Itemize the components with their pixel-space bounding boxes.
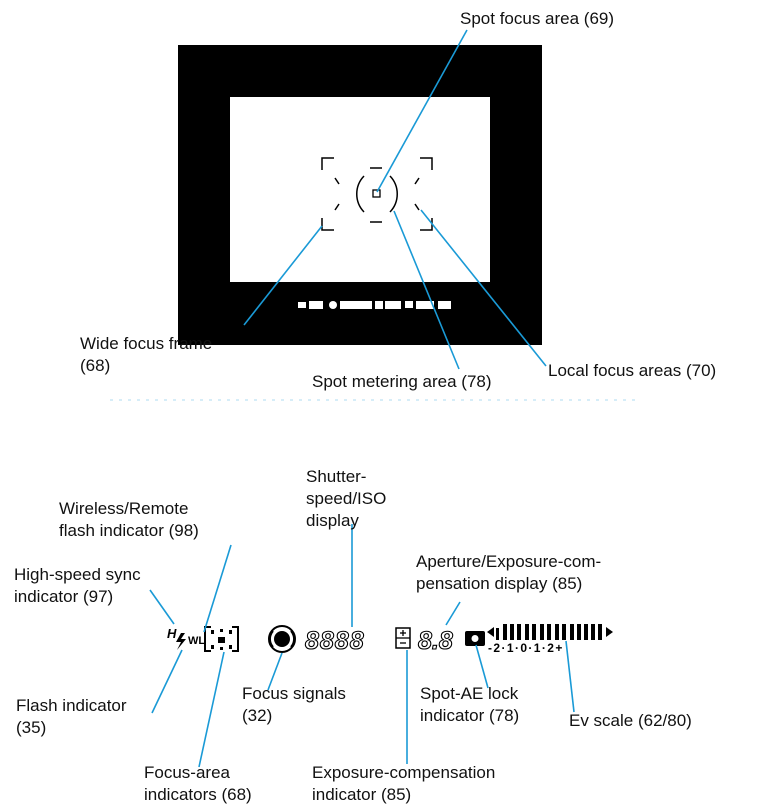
leader-flash [151,649,183,714]
mini-readout-dot [329,301,337,309]
leader-spot-metering [393,210,460,370]
mini-readout-block [340,301,372,309]
mini-readout-block [405,301,413,308]
leader-local-focus [420,209,547,367]
spot-metering-arc-right [389,175,398,213]
focus-area-center [218,637,225,643]
leader-focus-signals [267,652,283,691]
aperture-digits: 8.8 [418,627,453,655]
spot-focus-area [372,189,381,198]
label-wide-focus-frame: Wide focus frame (68) [80,334,213,375]
focus-bracket-left [204,626,211,652]
lcd-panel: H WL 8888 [167,624,613,656]
mini-readout-block [375,301,383,309]
bottom-leader-lines [149,524,575,768]
leader-wireless [203,544,232,633]
label-ev-scale: Ev scale (62/80) [569,711,692,730]
label-wireless-remote-flash: Wireless/Remote flash indicator (98) [59,499,199,540]
focus-area-indicators [204,626,239,652]
ev-arrow-right-icon [606,627,613,637]
label-high-speed-sync: High-speed sync indicator (97) [14,565,141,606]
leader-aperture [445,601,461,626]
focus-area-dot [211,645,214,649]
focus-bracket-right [232,626,239,652]
leader-spot-focus [376,29,468,193]
leader-focus-area [198,651,225,768]
focus-area-dot [229,645,232,649]
local-focus-tick [334,177,340,185]
label-focus-signals: Focus signals (32) [242,684,346,725]
spot-ae-lock-icon [465,631,485,646]
label-flash-indicator: Flash indicator (35) [16,696,127,737]
leader-high-speed-sync [149,589,175,625]
wide-focus-frame [321,157,433,231]
mini-readout [298,301,451,309]
focus-signals-icon [268,625,296,653]
exposure-compensation-icon [395,627,411,649]
label-local-focus-areas: Local focus areas (70) [548,361,717,380]
local-focus-tick [334,203,340,211]
focus-area-dot [229,630,232,634]
label-shutter-speed-iso: Shutter- speed/ISO display [306,467,387,530]
label-exposure-comp-indicator: Exposure-compensation indicator (85) [312,763,496,804]
local-focus-tick [414,203,420,211]
ev-scale: -2·1·0·1·2+ [487,624,613,655]
wide-frame-corner-tr [420,157,433,170]
mini-readout-block [298,302,306,308]
shutter-speed-digits: 8888 [305,627,365,655]
wide-frame-corner-br [420,218,433,231]
spot-metering-arc-left [356,175,365,213]
label-focus-area-indicators: Focus-area indicators (68) [144,763,252,804]
focus-area-dot [220,629,223,632]
mini-readout-block [438,301,451,309]
leader-ev-scale [565,640,575,713]
local-focus-areas [334,167,420,223]
mini-readout-block [385,301,401,309]
ev-arrow-left-icon [487,627,494,637]
wide-frame-corner-tl [321,157,334,170]
leader-wide-focus [243,225,323,326]
mini-readout-block [416,301,434,309]
focus-area-dot [220,647,223,650]
ev-scale-numbers: -2·1·0·1·2+ [488,641,564,655]
viewfinder-image-area [230,97,490,282]
focus-area-dot [211,630,214,634]
label-aperture-display: Aperture/Exposure-com- pensation display… [416,552,602,593]
local-focus-tick [414,177,420,185]
spot-metering-circle [356,175,398,213]
label-spot-focus-area: Spot focus area (69) [460,9,615,28]
label-spot-ae-lock: Spot-AE lock indicator (78) [420,684,520,725]
label-spot-metering-area: Spot metering area (78) [312,372,492,391]
mini-readout-block [309,301,323,309]
flash-bolt-icon [176,633,186,650]
wireless-flash-glyph: WL [188,635,205,647]
top-leader-lines [243,29,547,370]
leader-spot-ae [475,644,489,689]
high-speed-sync-glyph: H [167,626,177,641]
wide-frame-corner-bl [321,218,334,231]
ev-bars [496,624,602,640]
